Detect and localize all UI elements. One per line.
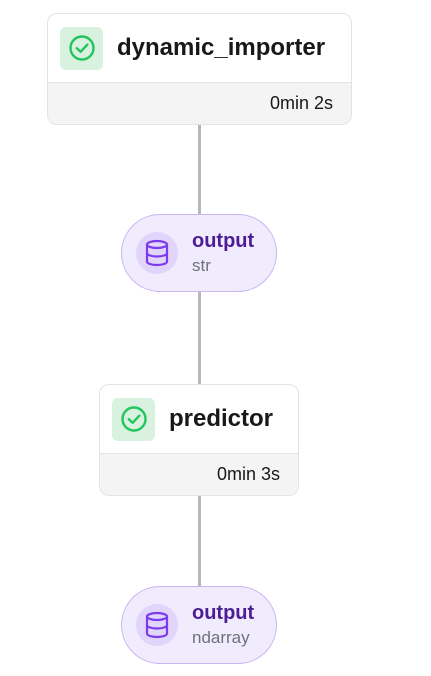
- check-circle-icon: [112, 397, 155, 441]
- step-header: predictor: [100, 385, 298, 453]
- step-duration-bar: 0min 3s: [100, 453, 298, 495]
- artifact-type: str: [192, 256, 211, 276]
- database-icon: [136, 604, 178, 646]
- edge-step1-artifact1: [198, 124, 201, 216]
- artifact-node-output-str[interactable]: output str: [121, 214, 277, 292]
- step-duration: 0min 2s: [269, 93, 333, 113]
- step-node-dynamic-importer[interactable]: dynamic_importer 0min 2s: [47, 13, 352, 125]
- step-name: predictor: [169, 405, 274, 432]
- check-circle-icon: [60, 26, 103, 70]
- step-header: dynamic_importer: [48, 14, 351, 82]
- step-duration-bar: 0min 2s: [48, 82, 351, 124]
- artifact-type: ndarray: [192, 628, 250, 648]
- edge-artifact1-step2: [198, 290, 201, 386]
- artifact-name: output: [192, 602, 255, 625]
- artifact-name: output: [192, 230, 255, 253]
- artifact-node-output-ndarray[interactable]: output ndarray: [121, 586, 277, 664]
- edge-step2-artifact2: [198, 495, 201, 588]
- step-name: dynamic_importer: [117, 34, 326, 61]
- database-icon: [136, 232, 178, 274]
- step-node-predictor[interactable]: predictor 0min 3s: [99, 384, 299, 496]
- step-duration: 0min 3s: [216, 464, 280, 484]
